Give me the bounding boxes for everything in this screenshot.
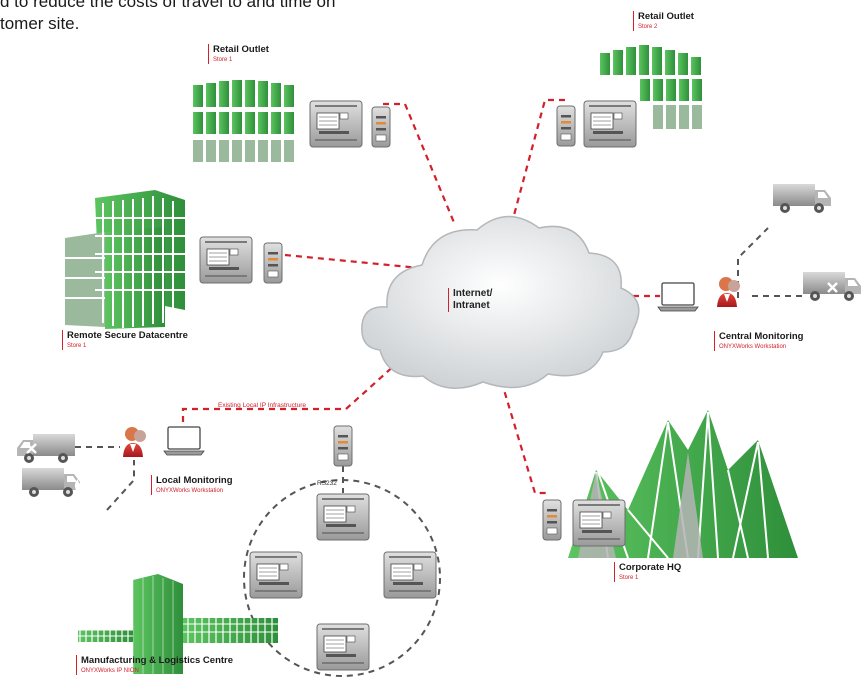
corporate-controller-icon (572, 499, 626, 547)
link-lines (181, 98, 660, 495)
site-subtitle: Store 2 (638, 24, 658, 30)
local-person-icon (123, 427, 146, 457)
local-van-with-flame-icon (22, 468, 80, 497)
site-label-manufacturing: Manufacturing & Logistics Centre ONYXWor… (76, 655, 233, 675)
link-retail1 (383, 102, 457, 226)
site-title: Retail Outlet (213, 44, 269, 55)
site-title: Retail Outlet (638, 11, 694, 22)
local-tools-icon (26, 443, 37, 454)
site-label-local: Local Monitoring ONYXWorks Workstation (151, 475, 233, 495)
site-subtitle: ONYXWorks Workstation (156, 488, 224, 494)
manufacturing-building (78, 574, 278, 674)
retail1-controller-icon (309, 100, 363, 148)
retail1-tower-icon (371, 106, 391, 148)
site-label-corporate: Corporate HQ Store 1 (614, 562, 681, 582)
site-label-retail1: Retail Outlet Store 1 (208, 44, 269, 64)
device-ring (243, 479, 441, 677)
central-laptop-icon (657, 282, 699, 312)
datacentre-controller-icon (199, 236, 253, 284)
tools-icon (827, 282, 838, 293)
link-van-top-right (737, 227, 769, 298)
rs232-label: RS232 (317, 480, 337, 487)
cloud-label-line1: Internet/ (453, 288, 493, 299)
link-corporate (490, 349, 547, 495)
site-title: Central Monitoring (719, 331, 804, 342)
internet-cloud (361, 215, 640, 389)
ring-controller-left-icon (249, 551, 303, 599)
intro-text: d to reduce the costs of travel to and t… (0, 0, 335, 35)
intro-line2: tomer site. (0, 14, 80, 33)
site-subtitle: Store 1 (213, 57, 233, 63)
local-ip-label: Existing Local IP Infrastructure (218, 402, 307, 409)
site-subtitle: Store 1 (619, 575, 639, 581)
retail2-building (600, 45, 702, 129)
site-title: Manufacturing & Logistics Centre (81, 655, 234, 666)
cloud-label: Internet/ Intranet (448, 288, 492, 312)
central-person-icon (717, 277, 740, 307)
link-local (181, 335, 428, 433)
site-label-datacentre: Remote Secure Datacentre Store 1 (62, 330, 188, 350)
retail2-tower-icon (556, 105, 576, 147)
corporate-tower-icon (542, 499, 562, 541)
link-van-left-bottom (106, 460, 135, 511)
cloud-label-line2: Intranet (453, 300, 490, 311)
flame-icon (834, 195, 843, 206)
site-label-central: Central Monitoring ONYXWorks Workstation (714, 331, 803, 351)
link-datacentre (284, 253, 421, 270)
local-laptop-icon (163, 426, 205, 456)
site-subtitle: Store 1 (67, 343, 87, 349)
site-subtitle: ONYXWorks Workstation (719, 344, 787, 350)
datacentre-building (65, 190, 185, 329)
local-flame-icon (74, 479, 83, 490)
local-ip-tower-icon (333, 425, 353, 467)
ring-controller-top-icon (316, 493, 370, 541)
intro-line1: d to reduce the costs of travel to and t… (0, 0, 336, 11)
site-label-retail2: Retail Outlet Store 2 (633, 11, 694, 31)
datacentre-tower-icon (263, 242, 283, 284)
retail2-controller-icon (583, 100, 637, 148)
site-title: Remote Secure Datacentre (67, 330, 188, 341)
site-subtitle: ONYXWorks IP NION (81, 668, 139, 674)
site-title: Local Monitoring (156, 475, 233, 486)
ring-controller-bottom-icon (316, 623, 370, 671)
site-title: Corporate HQ (619, 562, 682, 573)
ring-controller-right-icon (383, 551, 437, 599)
van-with-flame-icon (773, 184, 831, 213)
local-van-with-tools-icon (17, 434, 75, 463)
